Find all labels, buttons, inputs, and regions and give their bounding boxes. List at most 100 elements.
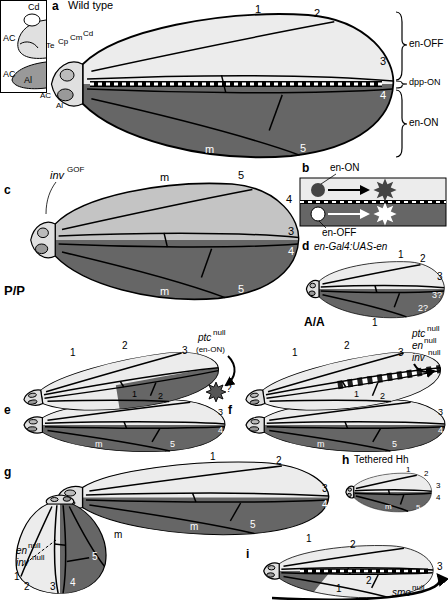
wild-type-wing: [48, 10, 395, 163]
figure-label: 2: [380, 392, 385, 401]
figure-label: 2: [158, 392, 163, 401]
figure-label: 4: [380, 90, 386, 101]
figure-label: null: [424, 337, 436, 345]
figure-label: 3: [322, 484, 328, 494]
figure-label: 1: [255, 4, 261, 15]
figure-label: ptc: [412, 329, 425, 339]
figure-label: m: [190, 522, 198, 532]
figure-label: 2: [314, 8, 320, 19]
figure-label: null: [213, 329, 225, 337]
figure-label: 3: [437, 272, 443, 282]
figure-label: en-ON: [409, 118, 438, 128]
figure-label: 1: [14, 572, 20, 582]
figure-label: 3: [50, 582, 56, 592]
figure-label: inv: [412, 353, 425, 363]
figure-label: en-Gal4:UAS-en: [314, 242, 387, 252]
figure-label: 3?: [432, 291, 442, 300]
figure-label: 5: [238, 284, 244, 295]
hanging-wing: [14, 494, 110, 594]
figure-label: Al: [56, 102, 63, 110]
smo-wing: [262, 544, 434, 600]
figure-label: 4: [438, 426, 443, 435]
dpp-stripe: [90, 84, 382, 85]
figure-label: Te: [46, 42, 54, 50]
figure-label: 2: [344, 341, 350, 351]
figure-label: null: [32, 554, 44, 562]
figure-label: 4: [70, 578, 76, 588]
figure-label: b: [302, 162, 309, 174]
figure-label: 1: [306, 534, 312, 544]
figure-label: en-OFF: [322, 228, 356, 238]
aa-wing: [305, 260, 445, 320]
figure-label: 3: [380, 56, 386, 67]
figure-label: 5: [170, 440, 175, 449]
figure-label: 5: [250, 520, 256, 530]
figure-label: Wild type: [68, 0, 113, 11]
figure-label: 2: [350, 540, 356, 550]
figure-label: GOF: [67, 166, 84, 174]
figure-label: ?: [226, 384, 232, 394]
figure-label: 5: [92, 552, 98, 562]
figure-label: 5: [416, 504, 420, 512]
figure-label: 4: [322, 500, 328, 510]
figure-label: 3: [436, 482, 440, 490]
figure-label: i: [246, 548, 249, 560]
figure-label: e: [4, 404, 11, 416]
figure-label: Tethered Hh: [354, 455, 408, 465]
figure-label: dpp-ON: [409, 78, 441, 87]
figure-label: en: [412, 341, 423, 351]
figure-label: 4: [436, 494, 440, 502]
pp-wing: [28, 180, 300, 304]
figure-label: d: [302, 240, 309, 252]
dpp-stripe: [300, 571, 428, 572]
figure-label: 3: [398, 348, 404, 358]
figure-label: Cm: [70, 34, 82, 42]
figure-label: AC: [3, 34, 16, 43]
figure-label: smo: [392, 588, 411, 598]
duplicated-wing: [18, 344, 224, 427]
figure-label: m: [160, 286, 169, 297]
curved-arrow: [272, 575, 440, 600]
figure-label: 3: [218, 408, 223, 417]
duplicated-wing: [240, 344, 446, 427]
figure-label: null: [427, 325, 439, 333]
figure-label: 5: [238, 170, 244, 181]
figure-label: AC: [40, 92, 51, 100]
figure-label: Cp: [58, 38, 68, 46]
figure-label: en-ON: [330, 163, 359, 173]
figure-label: 3: [288, 226, 294, 237]
figure-label: 3: [182, 346, 188, 356]
figure-label: m: [160, 172, 169, 183]
figure-label: m: [272, 580, 280, 590]
figure-label: 4: [218, 426, 223, 435]
figure-label: inv: [16, 558, 29, 568]
figure-label: 1: [336, 584, 342, 594]
figure-label: (en-ON): [196, 346, 225, 354]
figure-label: h: [342, 454, 349, 466]
figure-label: 1: [372, 318, 378, 328]
figure-label: 2?: [418, 304, 428, 313]
figure-label: AC: [3, 70, 16, 79]
figure-label: inv: [50, 170, 64, 181]
bracket: [396, 12, 407, 157]
figure-label: 2: [366, 576, 372, 586]
figure-label: m: [317, 440, 325, 449]
figure-label: ptc: [198, 333, 211, 343]
figure-label: 3: [437, 562, 443, 572]
figure-label: 1: [210, 452, 216, 462]
figure-label: A/A: [304, 316, 325, 328]
figure-label: Cd: [83, 30, 93, 38]
figure-label: 1: [354, 390, 359, 399]
figure-label: m: [205, 144, 214, 155]
figure-label: null: [412, 584, 424, 592]
figure-label: m: [385, 503, 392, 511]
figure-label: 1: [132, 390, 137, 399]
leader-line: [46, 182, 56, 214]
curved-arrow: [414, 364, 434, 372]
figure-label: Cd: [28, 3, 40, 12]
figure-label: 5: [392, 440, 397, 449]
figure-label: null: [428, 349, 440, 357]
figure-label: 4: [286, 194, 292, 205]
tethered-wing: [345, 472, 432, 513]
figure-label: 1: [292, 348, 298, 358]
